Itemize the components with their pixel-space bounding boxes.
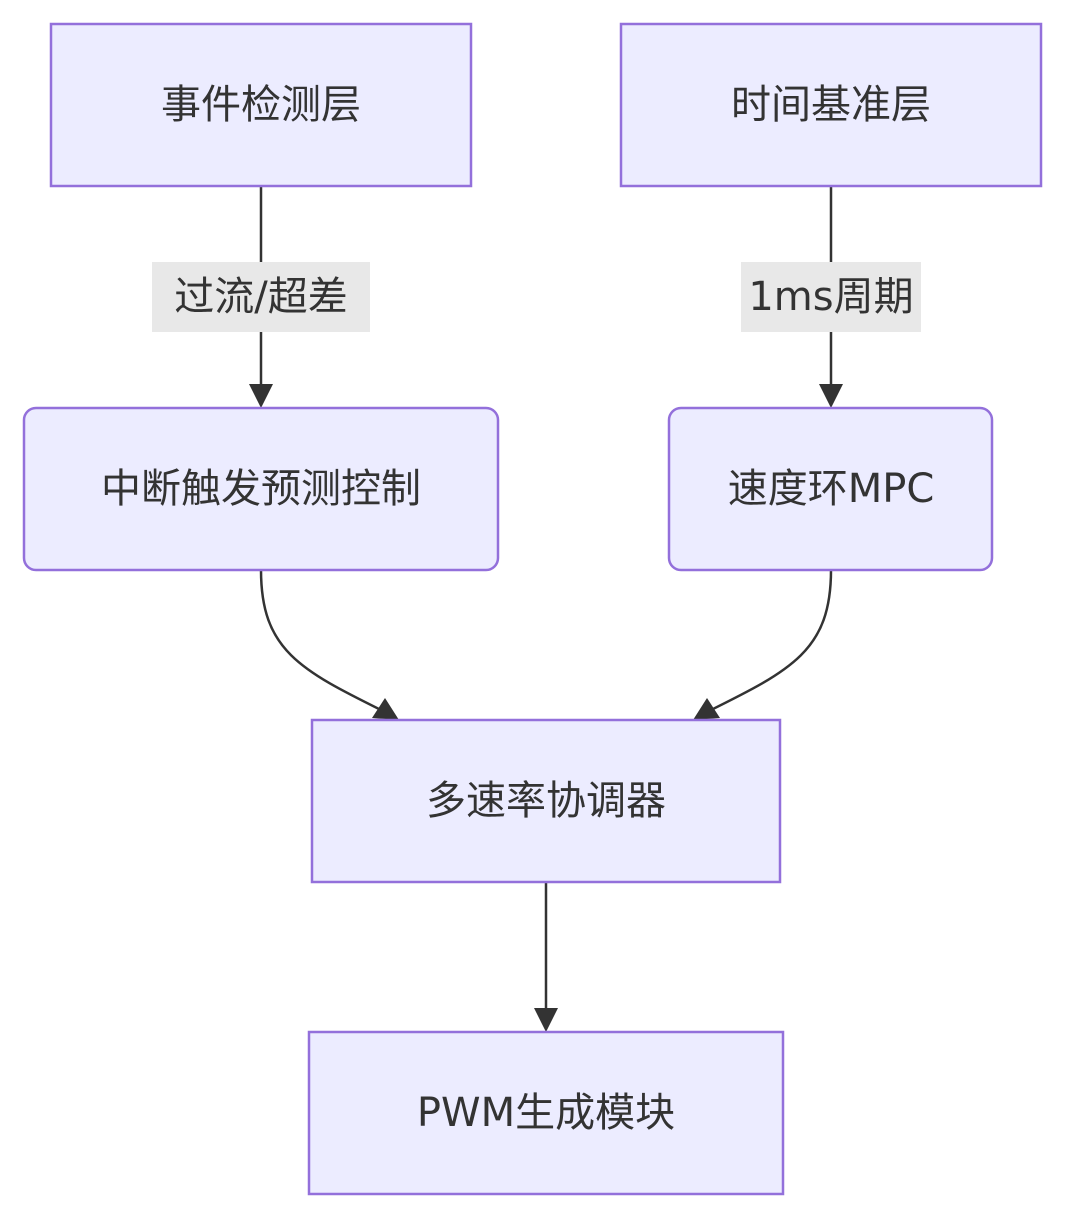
node-multirate-coordinator-label: 多速率协调器 <box>426 778 666 824</box>
arrowhead-event-to-interrupt <box>249 384 273 408</box>
arrowhead-time-to-mpc <box>819 384 843 408</box>
node-multirate-coordinator[interactable]: 多速率协调器 <box>310 718 782 884</box>
node-interrupt-predictive-control[interactable]: 中断触发预测控制 <box>22 406 500 572</box>
node-time-base[interactable]: 时间基准层 <box>619 22 1043 188</box>
node-multirate-coordinator-box[interactable] <box>310 718 782 884</box>
node-pwm-generator-label: PWM生成模块 <box>417 1090 675 1136</box>
edge-label-period-bg <box>741 262 921 332</box>
node-time-base-box[interactable] <box>619 22 1043 188</box>
edge-label-overcurrent-text: 过流/超差 <box>174 274 347 320</box>
node-speed-loop-mpc-box[interactable] <box>667 406 994 572</box>
edge-label-overcurrent-bg <box>152 262 370 332</box>
node-event-detection-box[interactable] <box>49 22 473 188</box>
edge-labels: 过流/超差 1ms周期 <box>152 262 921 332</box>
nodes: 事件检测层 时间基准层 中断触发预测控制 速度环MPC 多速率协调器 PWM生成… <box>22 22 1043 1196</box>
node-speed-loop-mpc[interactable]: 速度环MPC <box>667 406 994 572</box>
node-time-base-label: 时间基准层 <box>731 82 931 128</box>
edges <box>249 186 843 1032</box>
node-event-detection[interactable]: 事件检测层 <box>49 22 473 188</box>
arrowhead-coordinator-to-pwm <box>534 1008 558 1032</box>
edge-label-period-text: 1ms周期 <box>748 274 913 320</box>
edge-label-period: 1ms周期 <box>741 262 921 332</box>
node-interrupt-predictive-control-label: 中断触发预测控制 <box>101 466 421 512</box>
node-pwm-generator-box[interactable] <box>307 1030 785 1196</box>
edge-mpc-to-coordinator <box>706 569 833 714</box>
arrowhead-interrupt-to-coordinator <box>372 698 399 720</box>
edge-label-overcurrent: 过流/超差 <box>152 262 370 332</box>
node-event-detection-label: 事件检测层 <box>161 82 361 128</box>
edge-interrupt-to-coordinator <box>259 569 386 714</box>
arrowhead-mpc-to-coordinator <box>693 698 720 720</box>
node-pwm-generator[interactable]: PWM生成模块 <box>307 1030 785 1196</box>
node-interrupt-predictive-control-box[interactable] <box>22 406 500 572</box>
node-speed-loop-mpc-label: 速度环MPC <box>728 466 935 512</box>
